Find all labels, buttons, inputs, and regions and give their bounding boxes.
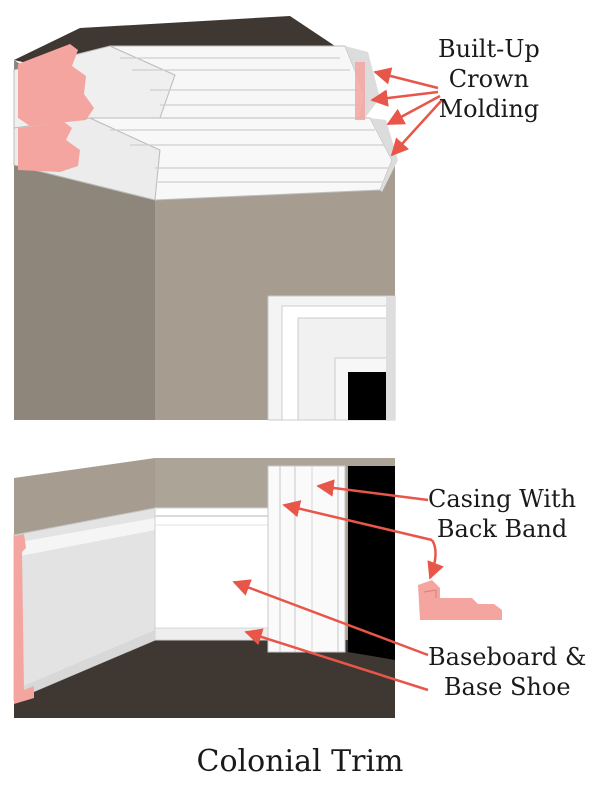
label-casing: Casing With Back Band [428, 484, 576, 544]
label-crown-line2: Crown [448, 65, 530, 93]
label-casing-line1: Casing With [428, 485, 577, 513]
label-crown-line1: Built-Up [438, 35, 540, 63]
label-base-line2: Base Shoe [443, 673, 571, 701]
label-base-line1: Baseboard & [428, 643, 587, 671]
baseboard-profile [14, 534, 34, 704]
crown-molding-vignette [13, 16, 398, 421]
casing-profile [418, 580, 502, 620]
base-shoe [154, 627, 276, 641]
crown-end-cap-lower [370, 118, 398, 192]
label-casing-line2: Back Band [436, 515, 568, 543]
figure-caption: Colonial Trim [196, 744, 404, 779]
door-opening-upper [348, 372, 395, 420]
label-crown-molding: Built-Up Crown Molding [438, 34, 540, 124]
crown-profile-upper [18, 44, 94, 126]
label-arrows [232, 67, 444, 692]
label-crown-line3: Molding [438, 95, 540, 123]
door-opening-lower [348, 466, 395, 660]
baseboard-vignette [13, 458, 502, 718]
crown-profile-lower [18, 122, 80, 172]
baseboard-back [154, 507, 276, 641]
label-baseboard: Baseboard & Base Shoe [428, 642, 586, 702]
